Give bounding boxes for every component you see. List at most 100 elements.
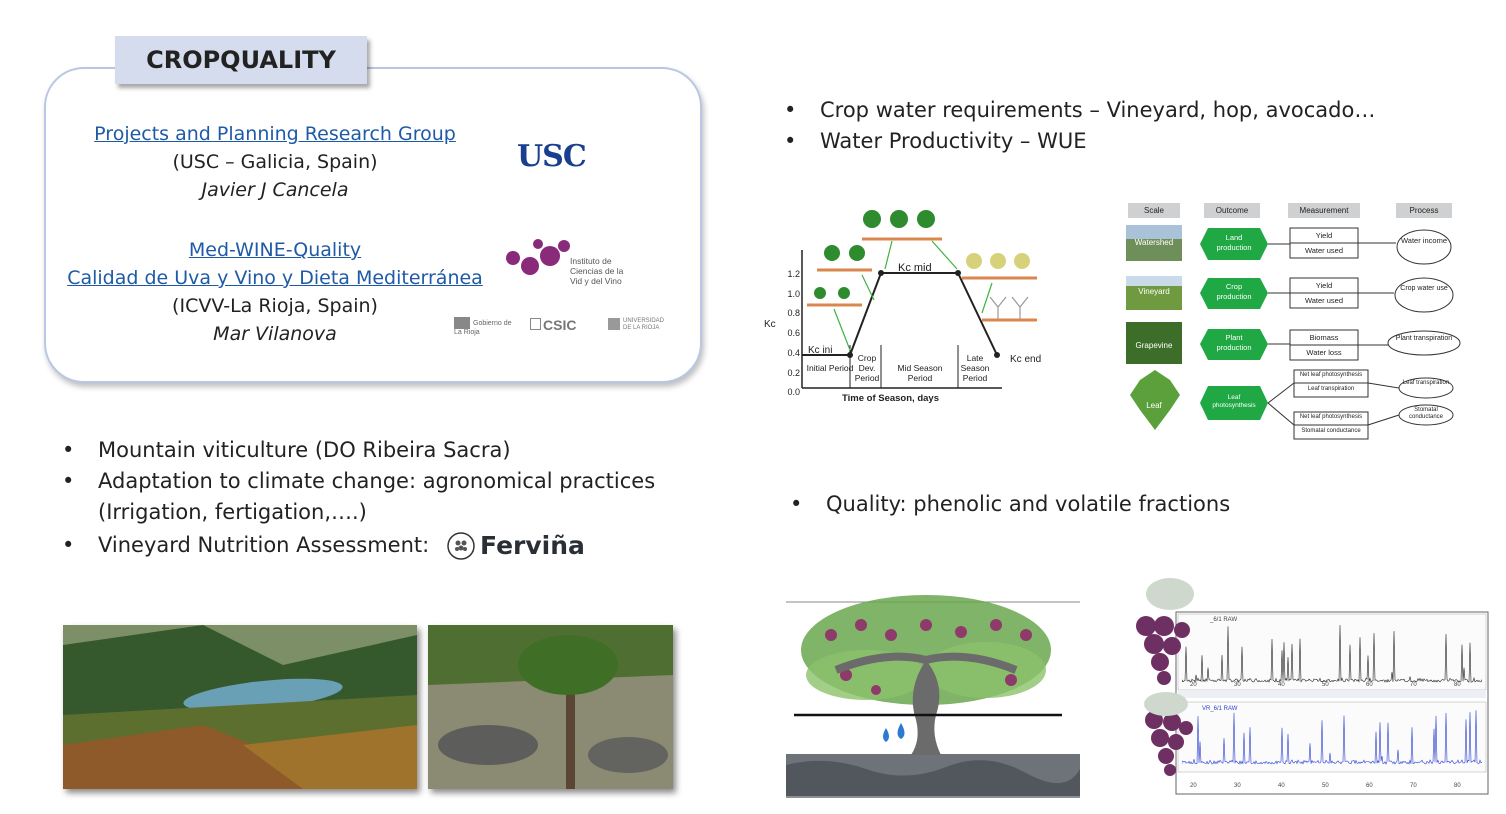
group1-link[interactable]: Projects and Planning Research Group — [94, 123, 456, 145]
kc-mid-label: Kc mid — [898, 262, 932, 274]
ur-logo: UNIVERSIDAD DE LA RIOJA — [608, 318, 672, 332]
gobierno-shield-icon — [454, 317, 470, 329]
ytick: 1.2 — [787, 269, 800, 279]
grape-badge-icon — [447, 532, 475, 560]
group2-link-1[interactable]: Med-WINE-Quality — [188, 239, 362, 261]
process-plant-transpiration: Plant transpiration — [1395, 335, 1453, 342]
left-bullet-1: Mountain viticulture (DO Ribeira Sacra) — [98, 438, 511, 462]
group1-person: Javier J Cancela — [201, 179, 349, 201]
chromatogram-bottom-trace — [1182, 710, 1482, 765]
left-bullet-3: Vineyard Nutrition Assessment: — [98, 533, 430, 557]
scale-grapevine: Grapevine — [1135, 341, 1173, 350]
measure-yield: Yield — [1315, 281, 1333, 290]
bullet-dot: • — [784, 98, 797, 122]
bullet-dot: • — [62, 533, 75, 557]
chromatogram-xtick: 40 — [1278, 682, 1285, 688]
chromatogram-xtick: 50 — [1322, 682, 1329, 688]
bullet-dot: • — [784, 129, 797, 153]
csic-logo: CSIC — [530, 317, 576, 333]
header-outcome: Outcome — [1204, 203, 1260, 218]
outcome-plant: Plant production — [1216, 333, 1252, 352]
kc-ylabel: Kc — [764, 319, 776, 330]
chromatogram-trace — [1182, 710, 1482, 765]
group2-place: (ICVV-La Rioja, Spain) — [172, 295, 378, 317]
group2-person: Mar Vilanova — [213, 323, 337, 345]
chromatogram-xtick: 50 — [1322, 783, 1329, 789]
chromatogram-xtick: 20 — [1190, 783, 1197, 789]
vine-irrigation-photo — [428, 625, 673, 789]
vine-soil-illustration — [786, 595, 1080, 798]
kc-ini-label: Kc ini — [808, 345, 833, 356]
outcome-crop: Crop production — [1216, 282, 1252, 301]
header-process: Process — [1396, 203, 1452, 218]
chromatogram-xtick: 70 — [1410, 682, 1417, 688]
icvv-logo: Instituto de Ciencias de la Vid y del Vi… — [504, 236, 634, 290]
measure-biomass: Biomass — [1309, 333, 1339, 342]
card-title: CROPQUALITY — [146, 46, 336, 74]
right-bullet-3: Quality: phenolic and volatile fractions — [826, 492, 1231, 516]
period-initial: Initial Period — [806, 363, 854, 373]
measure-yield: Yield — [1315, 231, 1333, 240]
left-bullet-list: • Mountain viticulture (DO Ribeira Sacra… — [62, 435, 722, 565]
chromatogram-xtick: 60 — [1366, 682, 1373, 688]
left-bullet-2-cont: (Irrigation, fertigation,….) — [98, 500, 367, 524]
ytick: 0.0 — [787, 387, 800, 398]
icvv-mark-icon — [506, 239, 570, 275]
kc-xlabel: Time of Season, days — [842, 393, 939, 404]
chromatogram-top-trace — [1182, 625, 1482, 683]
process-water-income: Water income — [1401, 236, 1447, 245]
kc-curve-chart — [801, 210, 1037, 389]
scale-leaf: Leaf — [1146, 401, 1162, 410]
measure-water-loss: Water loss — [1306, 348, 1342, 357]
kc-end-label: Kc end — [1010, 354, 1042, 365]
period-mid-season: Mid Season Period — [897, 363, 943, 383]
group1-block: Projects and Planning Research Group (US… — [60, 120, 490, 204]
measure-stomatal-conductance: Stomatal conductance — [1301, 428, 1361, 434]
left-bullet-2: Adaptation to climate change: agronomica… — [98, 469, 656, 493]
chromatogram-xtick: 80 — [1454, 682, 1461, 688]
group2-link-2[interactable]: Calidad de Uva y Vino y Dieta Mediterrán… — [67, 267, 483, 289]
process-stomatal-conductance: Stomatal conductance — [1408, 407, 1444, 420]
fervina-text: Ferviña — [480, 531, 585, 560]
process-crop-water-use: Crop water use — [1400, 285, 1448, 292]
csic-mark-icon — [530, 318, 541, 330]
period-late-season: Late Season Period — [960, 353, 990, 383]
group1-place: (USC – Galicia, Spain) — [172, 151, 378, 173]
right-bullet-list: • Crop water requirements – Vineyard, ho… — [784, 95, 1484, 159]
measure-net-photosynthesis: Net leaf photosynthesis — [1299, 372, 1363, 378]
ytick: 0.8 — [787, 308, 800, 319]
bullet-dot: • — [62, 438, 75, 462]
measure-leaf-transpiration: Leaf transpiration — [1307, 386, 1355, 392]
ur-mark-icon — [608, 318, 620, 330]
usc-logo-text: USC — [517, 139, 587, 174]
scale-diagram: Scale Outcome Measurement Process — [1120, 200, 1500, 445]
chromatogram-xtick: 30 — [1234, 783, 1241, 789]
scale-watershed: Watershed — [1134, 238, 1174, 247]
river-valley-photo — [63, 625, 417, 789]
chromatogram-graphics — [1136, 578, 1489, 795]
scale-vineyard: Vineyard — [1138, 287, 1170, 296]
right-bullet-1: Crop water requirements – Vineyard, hop,… — [820, 98, 1376, 122]
icvv-text: Instituto de Ciencias de la Vid y del Vi… — [570, 256, 624, 286]
process-leaf-transpiration: Leaf transpiration — [1402, 380, 1450, 386]
kc-yticks: 1.2 1.0 0.8 0.6 0.4 0.2 0.0 — [786, 265, 800, 403]
measure-water-used: Water used — [1304, 246, 1344, 255]
project-card — [44, 67, 702, 383]
usc-logo: USC UNIVERSIDADE DE SANTIAGO DE COMPOSTE… — [517, 139, 597, 187]
chromatogram-xtick: 80 — [1454, 783, 1461, 789]
measure-water-used: Water used — [1304, 296, 1344, 305]
chromatogram-xtick: 30 — [1234, 682, 1241, 688]
bullet-dot: • — [62, 469, 75, 493]
gobierno-logo: Gobierno de La Rioja — [454, 317, 518, 337]
group2-block: Med-WINE-Quality Calidad de Uva y Vino y… — [60, 236, 490, 348]
card-title-tab: CROPQUALITY — [115, 36, 367, 84]
ytick: 0.2 — [787, 367, 800, 378]
chromatogram-xtick: 40 — [1278, 783, 1285, 789]
chromatogram-xtick: 70 — [1410, 783, 1417, 789]
header-measurement: Measurement — [1288, 203, 1360, 218]
outcome-leaf: Leaf photosynthesis — [1212, 394, 1256, 409]
measure-net-photosynthesis: Net leaf photosynthesis — [1299, 414, 1363, 420]
chromatogram-bottom-label: VR_6/1 RAW — [1202, 706, 1238, 712]
